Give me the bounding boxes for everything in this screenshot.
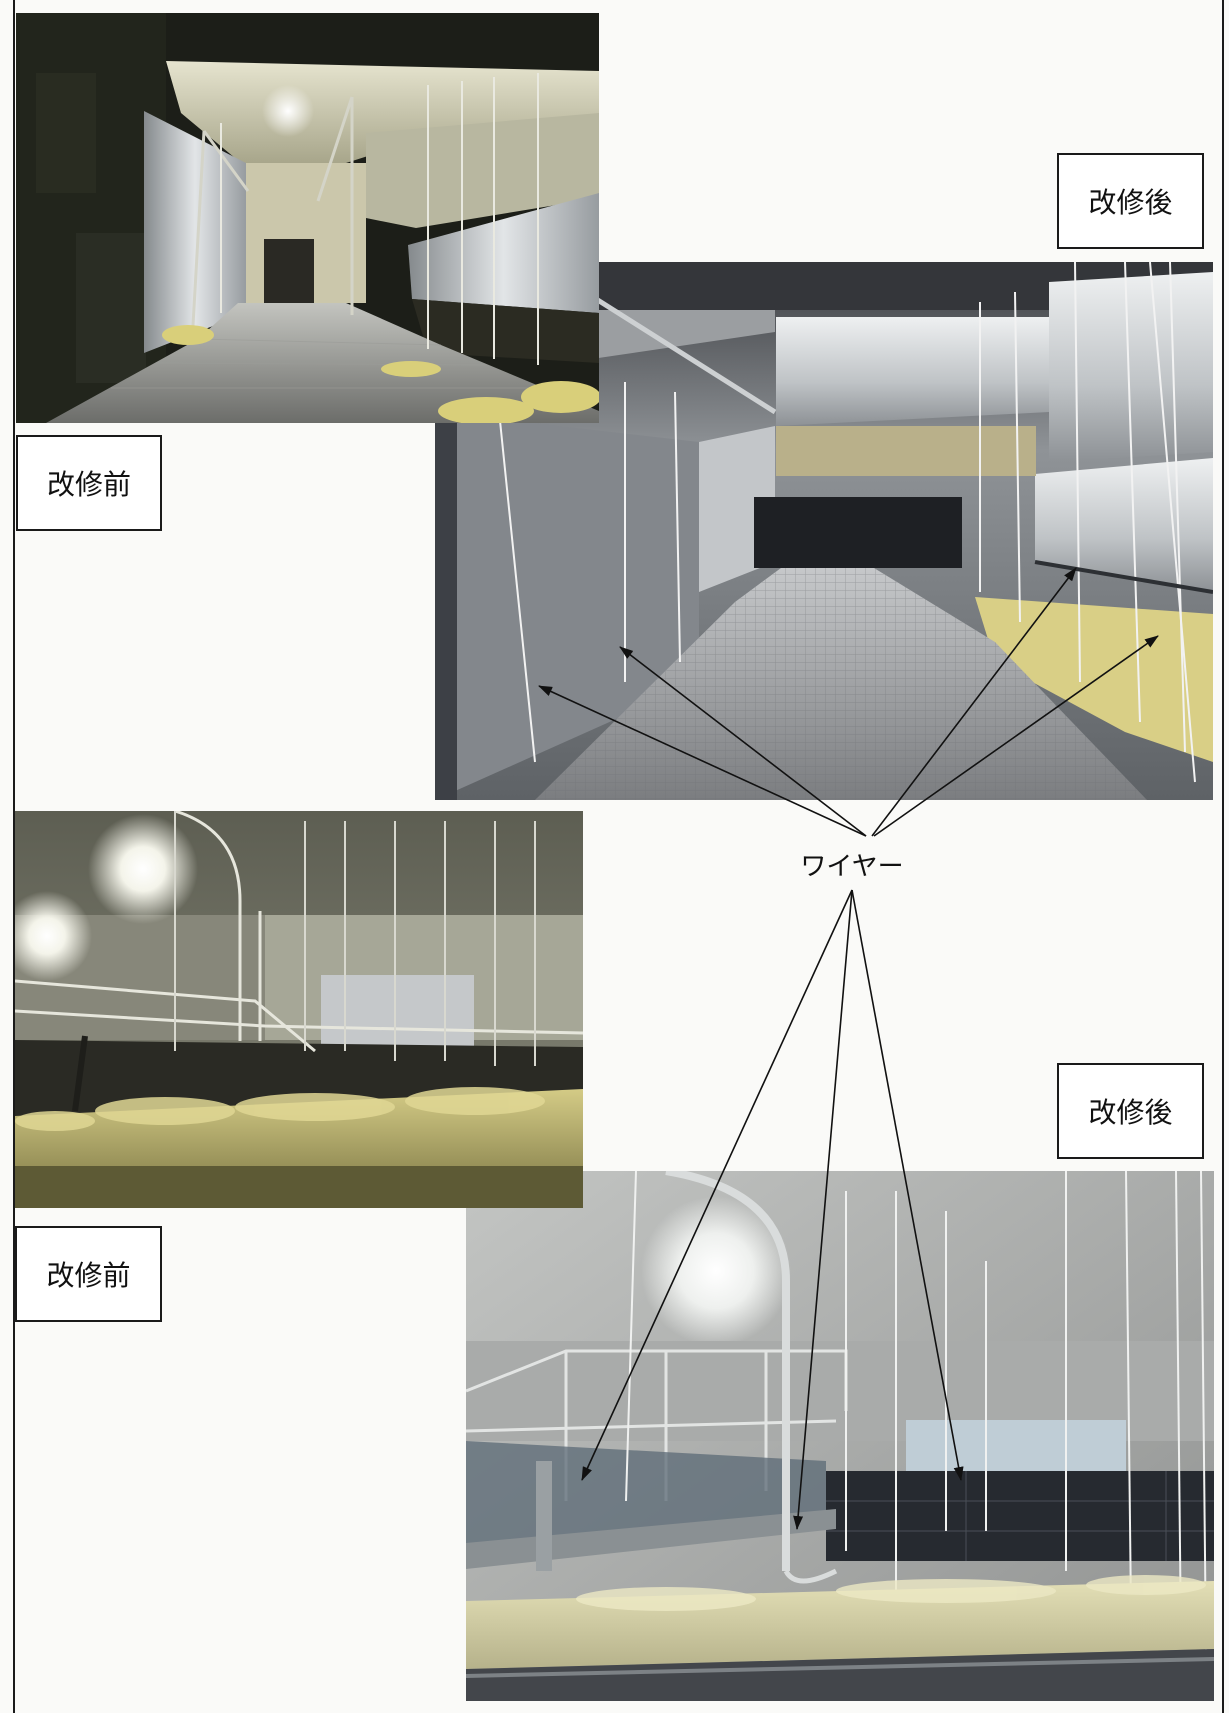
photo-before-walkway — [16, 13, 599, 423]
ceiling-light — [262, 85, 314, 137]
right-duct — [408, 193, 599, 313]
photo-after-ceiling-space-image — [466, 1171, 1214, 1701]
photo-before-ceiling-space — [15, 811, 583, 1208]
hanger-rod — [1125, 1171, 1132, 1612]
ceiling-light — [15, 891, 92, 981]
insulation-rolls — [576, 1575, 1206, 1611]
top-duct — [776, 317, 1049, 426]
handrail — [190, 96, 354, 344]
back-wall — [241, 163, 366, 303]
ceiling — [166, 61, 599, 163]
hanger-rods — [220, 73, 539, 365]
insulation-band — [776, 426, 1036, 476]
left-dark-wall — [16, 13, 166, 423]
label-after-top: 改修後 — [1057, 153, 1204, 249]
ceiling-light — [88, 814, 198, 924]
insulation-rolls — [15, 1087, 545, 1131]
hanger-rod — [1169, 262, 1186, 753]
hanger-rod — [1074, 262, 1081, 683]
label-before-bottom-text: 改修前 — [46, 1259, 131, 1292]
hanger-rods — [174, 811, 536, 1066]
walkway-platform — [466, 1509, 836, 1569]
railing — [15, 811, 583, 1112]
label-after-bottom-text: 改修後 — [1088, 1096, 1173, 1129]
label-after-top-text: 改修後 — [1088, 186, 1173, 219]
photo-before-walkway-image — [16, 13, 599, 423]
support-beam — [583, 289, 777, 415]
walkway — [46, 303, 599, 423]
photo-before-ceiling-space-image — [15, 811, 583, 1208]
corridor-opening — [754, 497, 962, 568]
under-duct-shadow — [412, 299, 599, 363]
label-after-bottom: 改修後 — [1057, 1063, 1204, 1159]
floor-shadow — [15, 1166, 583, 1208]
hanger-rod — [674, 391, 681, 663]
platform-post — [536, 1461, 552, 1571]
rail-pipe — [466, 1657, 1214, 1678]
hanger-rod — [1200, 1171, 1207, 1652]
right-wall — [366, 113, 599, 228]
label-before-bottom: 改修前 — [15, 1226, 162, 1322]
hose — [783, 1568, 838, 1584]
door — [264, 239, 314, 303]
hanger-rod — [1149, 262, 1196, 783]
hanger-rod — [1175, 1171, 1182, 1642]
wall-pillar — [435, 412, 457, 800]
hanger-rod — [494, 371, 536, 763]
frame-border-left — [13, 0, 15, 1713]
frame-border-right — [1222, 0, 1224, 1713]
photo-after-ceiling-space — [466, 1171, 1214, 1701]
equipment-area — [826, 1471, 1214, 1561]
label-before-top: 改修前 — [16, 435, 162, 531]
insulation — [162, 325, 599, 423]
cable-tray — [1034, 560, 1213, 594]
label-before-top-text: 改修前 — [46, 468, 131, 501]
hanger-rod — [1014, 291, 1021, 623]
wire-label: ワイヤー — [800, 852, 904, 882]
